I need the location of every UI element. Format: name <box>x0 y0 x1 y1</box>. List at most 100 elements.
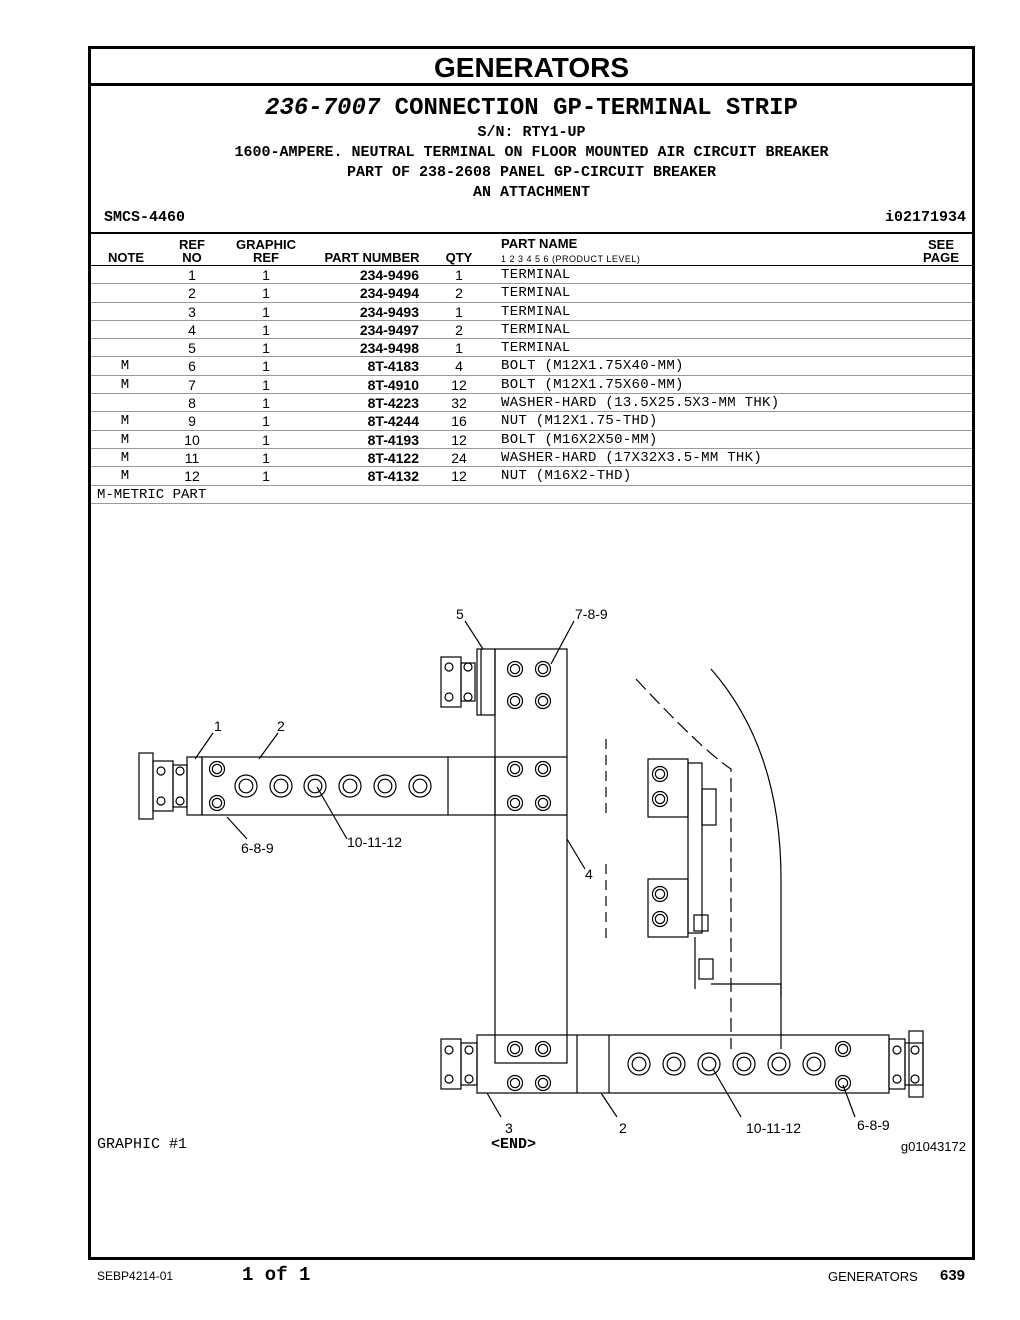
row-part-name: BOLT (M12X1.75X40-MM) <box>501 358 684 375</box>
row-graphic-ref: 1 <box>262 413 270 430</box>
description-line-3: AN ATTACHMENT <box>472 184 591 201</box>
large-bolt <box>408 774 432 798</box>
row-ref: 4 <box>188 321 196 338</box>
row-qty: 32 <box>451 395 467 412</box>
small-bolt <box>208 794 226 812</box>
small-bolt <box>834 1074 852 1092</box>
large-bolt <box>234 774 258 798</box>
small-bolt <box>208 760 226 778</box>
terminal-strip-drawing: 5 7-8-9 1 2 6-8-9 10-11-12 4 3 2 10-11-1… <box>138 606 924 1136</box>
col-ref-top: REF <box>179 237 205 252</box>
row-ref: 10 <box>184 431 200 448</box>
row-graphic-ref: 1 <box>262 395 270 412</box>
page-count: 1 of 1 <box>242 1264 311 1286</box>
document-number: SEBP4214-01 <box>97 1269 174 1283</box>
callout-10-11-12-left: 10-11-12 <box>347 834 402 850</box>
row-ref: 9 <box>188 413 196 430</box>
row-part-number: 234-9496 <box>359 267 419 283</box>
callout-2-bottom: 2 <box>619 1120 627 1136</box>
row-graphic-ref: 1 <box>262 340 270 357</box>
large-bolt <box>802 1052 826 1076</box>
row-part-name: WASHER-HARD (13.5X25.5X3-MM THK) <box>501 395 780 412</box>
row-ref: 2 <box>188 285 196 302</box>
row-part-name: TERMINAL <box>501 321 571 338</box>
small-bolt <box>651 910 669 928</box>
smcs-code: SMCS-4460 <box>104 209 186 226</box>
illustration-id: i02171934 <box>884 209 966 226</box>
row-part-number: 8T-4183 <box>367 358 419 375</box>
top-clamp <box>440 656 476 708</box>
callout-6-8-9-bottom: 6-8-9 <box>857 1117 890 1133</box>
row-graphic-ref: 1 <box>262 468 270 485</box>
row-part-name: BOLT (M16X2X50-MM) <box>501 431 658 448</box>
large-bolt <box>627 1052 651 1076</box>
row-qty: 16 <box>451 413 467 430</box>
row-qty: 2 <box>455 285 463 302</box>
description-line-1: 1600-AMPERE. NEUTRAL TERMINAL ON FLOOR M… <box>234 144 829 161</box>
col-graphic-bottom: REF <box>253 250 279 265</box>
bottom-left-clamp <box>440 1038 478 1090</box>
row-part-number: 234-9494 <box>359 285 419 302</box>
row-note: M <box>120 413 130 430</box>
description-line-2: PART OF 238-2608 PANEL GP-CIRCUIT BREAKE… <box>346 164 717 181</box>
part-group-heading: 236-7007 CONNECTION GP-TERMINAL STRIP <box>91 94 972 124</box>
row-ref: 12 <box>184 468 200 485</box>
row-qty: 4 <box>455 358 463 375</box>
large-bolt <box>697 1052 721 1076</box>
row-graphic-ref: 1 <box>262 267 270 283</box>
row-part-name: BOLT (M12X1.75X60-MM) <box>501 376 684 393</box>
row-part-number: 8T-4910 <box>367 376 419 393</box>
callout-5: 5 <box>456 606 464 622</box>
row-note: M <box>120 449 130 466</box>
graphic-label: GRAPHIC #1 <box>97 1136 188 1153</box>
row-qty: 12 <box>451 431 467 448</box>
small-bolt <box>834 1040 852 1058</box>
small-bolt <box>534 760 552 778</box>
small-bolt <box>506 1074 524 1092</box>
row-part-name: NUT (M12X1.75-THD) <box>501 413 658 430</box>
small-bolt <box>506 760 524 778</box>
table-header-rule <box>91 265 972 266</box>
graphic-id: g01043172 <box>900 1139 966 1154</box>
row-qty: 12 <box>451 468 467 485</box>
row-ref: 1 <box>188 267 196 283</box>
small-bolt <box>534 692 552 710</box>
row-note: M <box>120 358 130 375</box>
small-bolt <box>534 1040 552 1058</box>
page-number: 639 <box>940 1267 966 1284</box>
part-group-name: CONNECTION GP-TERMINAL STRIP <box>394 95 798 122</box>
small-bolt <box>506 692 524 710</box>
footer-section: GENERATORS <box>828 1269 918 1284</box>
row-ref: 5 <box>188 340 196 357</box>
callout-2-left: 2 <box>277 718 285 734</box>
col-product-level: 1 2 3 4 5 6 (PRODUCT LEVEL) <box>501 254 641 264</box>
col-note: NOTE <box>107 250 145 265</box>
parts-sheet: GENERATORS 236-7007 CONNECTION GP-TERMIN… <box>88 46 975 1260</box>
row-graphic-ref: 1 <box>262 303 270 320</box>
row-qty: 1 <box>455 267 463 283</box>
large-bolt <box>732 1052 756 1076</box>
row-ref: 7 <box>188 376 196 393</box>
row-part-number: 8T-4132 <box>367 468 419 485</box>
callout-7-8-9: 7-8-9 <box>575 606 608 622</box>
row-qty: 12 <box>451 376 467 393</box>
small-bolt <box>534 660 552 678</box>
small-bolt <box>534 794 552 812</box>
vertical-bus-bar <box>494 648 568 1064</box>
section-title: GENERATORS <box>91 49 972 86</box>
callout-6-8-9-left: 6-8-9 <box>241 840 274 856</box>
bolt-layer <box>208 660 852 1092</box>
large-bolt <box>303 774 327 798</box>
part-group-number: 236-7007 <box>265 95 381 122</box>
table-top-rule <box>91 232 972 234</box>
